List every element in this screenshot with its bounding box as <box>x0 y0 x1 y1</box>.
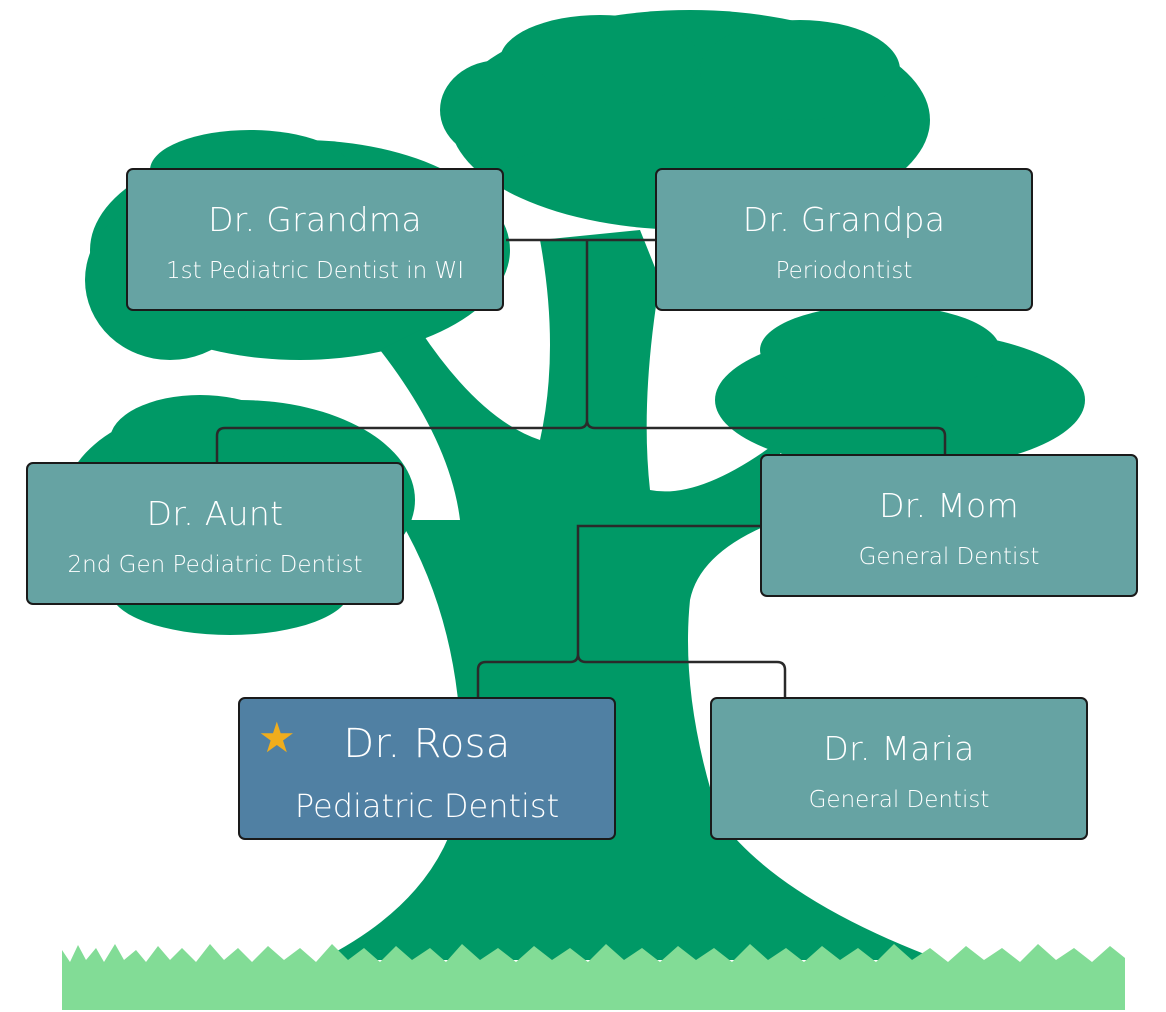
member-role: General Dentist <box>858 544 1040 570</box>
member-card-grandpa[interactable]: Dr. Grandpa Periodontist <box>655 168 1033 311</box>
member-card-maria[interactable]: Dr. Maria General Dentist <box>710 697 1088 840</box>
member-card-mom[interactable]: Dr. Mom General Dentist <box>760 454 1138 597</box>
member-name: Dr. Mom <box>879 486 1019 525</box>
grass <box>62 944 1125 1010</box>
member-role: General Dentist <box>808 787 990 813</box>
member-card-aunt[interactable]: Dr. Aunt 2nd Gen Pediatric Dentist <box>26 462 404 605</box>
member-card-rosa[interactable]: ★ Dr. Rosa Pediatric Dentist <box>238 697 616 840</box>
member-name: Dr. Maria <box>823 729 975 768</box>
member-card-grandma[interactable]: Dr. Grandma 1st Pediatric Dentist in WI <box>126 168 504 311</box>
member-name: Dr. Aunt <box>146 494 284 533</box>
member-role: 1st Pediatric Dentist in WI <box>165 258 464 284</box>
member-name: Dr. Grandma <box>208 200 422 239</box>
member-name: Dr. Grandpa <box>742 200 946 239</box>
member-role: Pediatric Dentist <box>294 787 560 825</box>
member-role: 2nd Gen Pediatric Dentist <box>67 552 363 578</box>
member-name: Dr. Rosa <box>343 721 511 767</box>
connector-lines <box>215 238 947 697</box>
star-icon: ★ <box>258 713 296 762</box>
member-role: Periodontist <box>775 258 913 284</box>
